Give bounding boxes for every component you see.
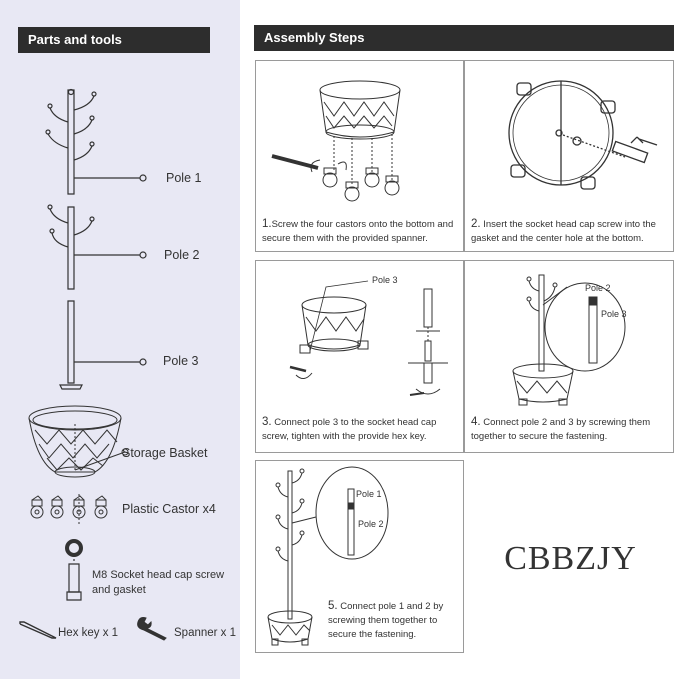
step-4-lower-callout: Pole 3 (601, 309, 627, 319)
basket-label: Storage Basket (122, 446, 208, 460)
step-2-illustration (495, 73, 665, 203)
step-3-illustration: Pole 3 (276, 275, 456, 406)
screw-illustration (60, 538, 88, 604)
hex-key-icon (18, 620, 58, 640)
step-2-text: 2. Insert the socket head cap screw into… (471, 218, 656, 244)
brand-logo: CBBZJY (504, 540, 637, 577)
step-4-illustration: Pole 2 Pole 3 (505, 267, 627, 407)
step-3-pole-callout: Pole 3 (372, 275, 398, 285)
parts-title: Parts and tools (18, 27, 210, 53)
hex-key-label: Hex key x 1 (58, 627, 119, 639)
step-3-box: Pole 3 3. Connect pole 3 to the socket h… (255, 260, 464, 453)
steps-title: Assembly Steps (254, 25, 674, 51)
castor-label: Plastic Castor x4 (122, 502, 216, 516)
spanner-label: Spanner x 1 (174, 627, 237, 639)
pole2-label: Pole 2 (164, 248, 200, 262)
step-4-upper-callout: Pole 2 (585, 283, 611, 293)
step-5-upper-callout: Pole 1 (356, 489, 382, 499)
step-2-box: 2. Insert the socket head cap screw into… (464, 60, 674, 252)
step-1-text: 1.Screw the four castors onto the bottom… (262, 218, 454, 244)
step-3-text: 3. Connect pole 3 to the socket head cap… (262, 416, 437, 442)
basket-illustration (25, 400, 125, 488)
step-1-box: 1.Screw the four castors onto the bottom… (255, 60, 464, 252)
pole1-illustration (40, 82, 150, 197)
pole3-label: Pole 3 (163, 354, 199, 368)
step-1-illustration (268, 76, 448, 206)
step-5-text: 5. Connect pole 1 and 2 by screwing them… (328, 600, 444, 640)
pole2-illustration (40, 203, 150, 293)
step-4-box: Pole 2 Pole 3 4. Connect pole 2 and 3 by… (464, 260, 674, 453)
pole3-illustration (40, 297, 150, 395)
pole1-label: Pole 1 (166, 171, 202, 185)
castor-illustration (28, 494, 118, 524)
step-5-illustration: Pole 1 Pole 2 (262, 467, 402, 652)
step-5-box: Pole 1 Pole 2 5. Connect pole 1 and 2 by… (255, 460, 464, 653)
spanner-icon (136, 616, 170, 640)
step-4-text: 4. Connect pole 2 and 3 by screwing them… (471, 416, 651, 442)
parts-panel: Parts and tools Pole 1 Pole 2 (0, 0, 240, 679)
screw-label: M8 Socket head cap screw and gasket (92, 569, 225, 596)
step-5-lower-callout: Pole 2 (358, 519, 384, 529)
